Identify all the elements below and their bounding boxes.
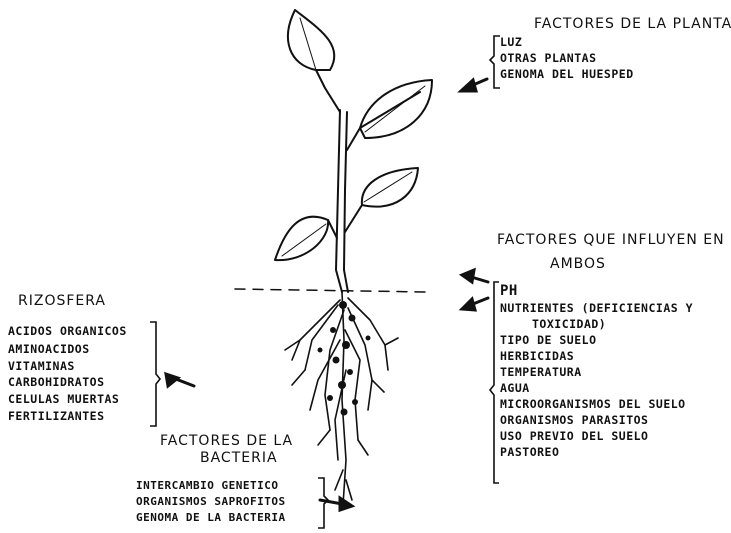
- list-item: TIPO DE SUELO: [500, 332, 693, 348]
- list-item: ACIDOS ORGANICOS: [8, 322, 127, 340]
- bracket-rhizosphere: [150, 322, 160, 426]
- arrow-rhizosphere: [166, 374, 194, 386]
- list-item: AGUA: [500, 380, 693, 396]
- list-item: NUTRIENTES (DEFICIENCIAS Y: [500, 300, 693, 316]
- list-item: FERTILIZANTES: [8, 408, 127, 425]
- arrow-both-factors-1: [462, 270, 488, 282]
- arrow-plant-factors: [461, 79, 487, 91]
- list-item: TEMPERATURA: [500, 364, 693, 380]
- bracket-bacteria: [318, 478, 328, 528]
- bracket-both: [490, 282, 499, 483]
- bacteria-factors-list: INTERCAMBIO GENETICO ORGANISMOS SAPROFIT…: [136, 478, 286, 526]
- list-item: PASTOREO: [500, 444, 693, 460]
- list-item: MICROORGANISMOS DEL SUELO: [500, 396, 693, 412]
- both-factors-title-line2: AMBOS: [550, 256, 606, 272]
- list-item: INTERCAMBIO GENETICO: [136, 478, 286, 494]
- list-item: ORGANISMOS SAPROFITOS: [136, 494, 286, 510]
- lower-left-leaf: [275, 217, 328, 260]
- list-item: OTRAS PLANTAS: [500, 50, 634, 66]
- both-factors-title: FACTORES QUE INFLUYEN EN: [497, 232, 725, 248]
- soil-line: [235, 289, 425, 292]
- list-item: GENOMA DEL HUESPED: [500, 66, 634, 82]
- bracket-plant: [490, 36, 500, 88]
- bacteria-factors-title: FACTORES DE LA: [160, 433, 293, 449]
- list-item: USO PREVIO DEL SUELO: [500, 428, 693, 444]
- plant-factors-list: LUZ OTRAS PLANTAS GENOMA DEL HUESPED: [500, 34, 634, 82]
- top-leaf: [288, 10, 334, 70]
- plant-stem: [336, 110, 342, 292]
- list-item: ORGANISMOS PARASITOS: [500, 412, 693, 428]
- list-item: HERBICIDAS: [500, 348, 693, 364]
- list-item: PH: [500, 282, 693, 300]
- rhizosphere-title: RIZOSFERA: [18, 293, 106, 309]
- rhizosphere-list: ACIDOS ORGANICOS AMINOACIDOS VITAMINAS C…: [8, 322, 127, 425]
- list-item: LUZ: [500, 34, 634, 50]
- list-item: CELULAS MUERTAS: [8, 391, 127, 408]
- arrow-both-factors-2: [462, 298, 488, 310]
- list-item: TOXICIDAD): [500, 316, 693, 332]
- list-item: VITAMINAS: [8, 358, 127, 374]
- both-factors-list: PH NUTRIENTES (DEFICIENCIAS Y TOXICIDAD)…: [500, 282, 693, 460]
- list-item: AMINOACIDOS: [8, 340, 127, 358]
- plant-factors-title: FACTORES DE LA PLANTA: [534, 16, 731, 32]
- list-item: GENOMA DE LA BACTERIA: [136, 510, 286, 526]
- roots: [285, 292, 398, 505]
- list-item: CARBOHIDRATOS: [8, 374, 127, 391]
- bacteria-factors-title-line2: BACTERIA: [200, 450, 278, 466]
